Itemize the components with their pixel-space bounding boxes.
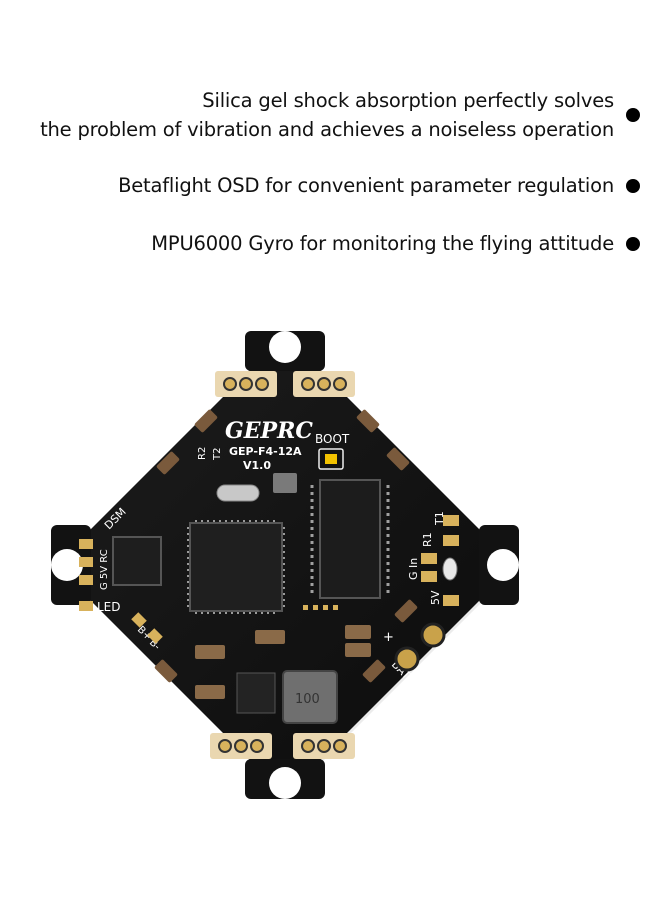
smd-components bbox=[154, 409, 418, 699]
mount-hole-top bbox=[269, 331, 301, 363]
gyro-chip bbox=[112, 536, 162, 586]
signal-pad bbox=[79, 601, 93, 611]
feature-osd: Betaflight OSD for convenient parameter … bbox=[118, 171, 640, 200]
flight-controller-board: GEPRC GEP-F4-12A V1.0 BOOT R2 T2 DSM G 5… bbox=[51, 331, 519, 799]
smd-capacitor bbox=[195, 645, 225, 659]
gin-label: G In bbox=[407, 558, 420, 580]
mcu-chip bbox=[189, 522, 283, 612]
inductor-text: 100 bbox=[295, 692, 320, 707]
feature-line: Betaflight OSD for convenient parameter … bbox=[118, 174, 614, 197]
solder-pad bbox=[333, 739, 347, 753]
r2-label: R2 bbox=[197, 447, 208, 460]
t1-label: T1 bbox=[433, 511, 446, 526]
smd-capacitor bbox=[356, 409, 380, 433]
feature-shock-absorption: Silica gel shock absorption perfectly so… bbox=[40, 86, 640, 144]
osd-chip bbox=[319, 479, 381, 599]
motor-pads-bottom-left bbox=[210, 733, 272, 759]
signal-pad bbox=[131, 612, 147, 628]
motor-pads-top-right bbox=[293, 371, 355, 397]
bat-pad-positive bbox=[420, 622, 446, 648]
boot-label: BOOT bbox=[315, 432, 350, 446]
model-label: GEP-F4-12A bbox=[229, 445, 302, 458]
feature-gyro: MPU6000 Gyro for monitoring the flying a… bbox=[151, 229, 640, 258]
smd-capacitor bbox=[154, 659, 178, 683]
mcu-pins bbox=[187, 520, 285, 614]
signal-pad bbox=[443, 535, 459, 546]
solder-pad bbox=[301, 739, 315, 753]
motor-pads-top-left bbox=[215, 371, 277, 397]
solder-pad bbox=[234, 739, 248, 753]
regulator-chip bbox=[236, 672, 276, 714]
smd-capacitor bbox=[255, 630, 285, 644]
mounting-lugs bbox=[51, 331, 519, 799]
feature-line: Silica gel shock absorption perfectly so… bbox=[202, 89, 614, 112]
bat-pad-negative bbox=[394, 646, 420, 672]
solder-pad bbox=[239, 377, 253, 391]
smd-capacitor bbox=[194, 409, 218, 433]
battery-sense-pads bbox=[131, 612, 163, 644]
feature-text: MPU6000 Gyro for monitoring the flying a… bbox=[151, 229, 614, 258]
smd-capacitor bbox=[394, 599, 418, 623]
brand-logo: GEPRC bbox=[225, 418, 313, 444]
test-pad bbox=[323, 605, 328, 610]
crystal-oscillator bbox=[216, 484, 260, 502]
solder-pad bbox=[301, 377, 315, 391]
signal-pad bbox=[79, 539, 93, 549]
test-pad bbox=[313, 605, 318, 610]
signal-pad bbox=[421, 553, 437, 564]
small-chip bbox=[273, 473, 297, 493]
right-signal-pads bbox=[421, 515, 459, 606]
solder-pad bbox=[255, 377, 269, 391]
signal-pad bbox=[147, 628, 163, 644]
feature-line: the problem of vibration and achieves a … bbox=[40, 118, 614, 141]
smd-capacitor bbox=[156, 451, 180, 475]
solder-pad bbox=[317, 377, 331, 391]
signal-pad bbox=[443, 595, 459, 606]
signal-pad bbox=[79, 575, 93, 585]
feature-line: MPU6000 Gyro for monitoring the flying a… bbox=[151, 232, 614, 255]
bullet-dot bbox=[626, 178, 640, 193]
solder-pad bbox=[223, 377, 237, 391]
test-pad bbox=[303, 605, 308, 610]
feature-text: Betaflight OSD for convenient parameter … bbox=[118, 171, 614, 200]
feature-text: Silica gel shock absorption perfectly so… bbox=[40, 86, 614, 144]
solder-pad bbox=[250, 739, 264, 753]
motor-pads-bottom-right bbox=[293, 733, 355, 759]
smd-capacitor bbox=[345, 625, 371, 639]
osd-pins bbox=[310, 485, 390, 595]
signal-pad bbox=[421, 571, 437, 582]
t2-label: T2 bbox=[212, 448, 223, 461]
inductor bbox=[282, 670, 338, 724]
solder-pad bbox=[333, 377, 347, 391]
solder-pad bbox=[218, 739, 232, 753]
signal-pad bbox=[79, 557, 93, 567]
left-signal-pads bbox=[79, 539, 93, 611]
mount-hole-right bbox=[487, 549, 519, 581]
smd-capacitor bbox=[195, 685, 225, 699]
mount-hole-bottom bbox=[269, 767, 301, 799]
signal-pad bbox=[443, 515, 459, 526]
smd-capacitor bbox=[386, 447, 410, 471]
led-label: LED bbox=[97, 600, 121, 614]
boot-button-cap bbox=[325, 454, 337, 464]
version-label: V1.0 bbox=[243, 459, 271, 472]
test-pad bbox=[333, 605, 338, 610]
right-silver-pad bbox=[442, 557, 458, 581]
smd-capacitor bbox=[345, 643, 371, 657]
g5vrc-label: G 5V RC bbox=[99, 549, 110, 590]
r1-label: R1 bbox=[421, 532, 434, 547]
bullet-dot bbox=[626, 108, 640, 122]
solder-pad bbox=[317, 739, 331, 753]
bullet-dot bbox=[626, 236, 640, 251]
5v-label: 5V bbox=[429, 590, 442, 605]
smd-capacitor bbox=[362, 659, 386, 683]
mount-hole-left bbox=[51, 549, 83, 581]
plus-label: + bbox=[383, 630, 394, 645]
